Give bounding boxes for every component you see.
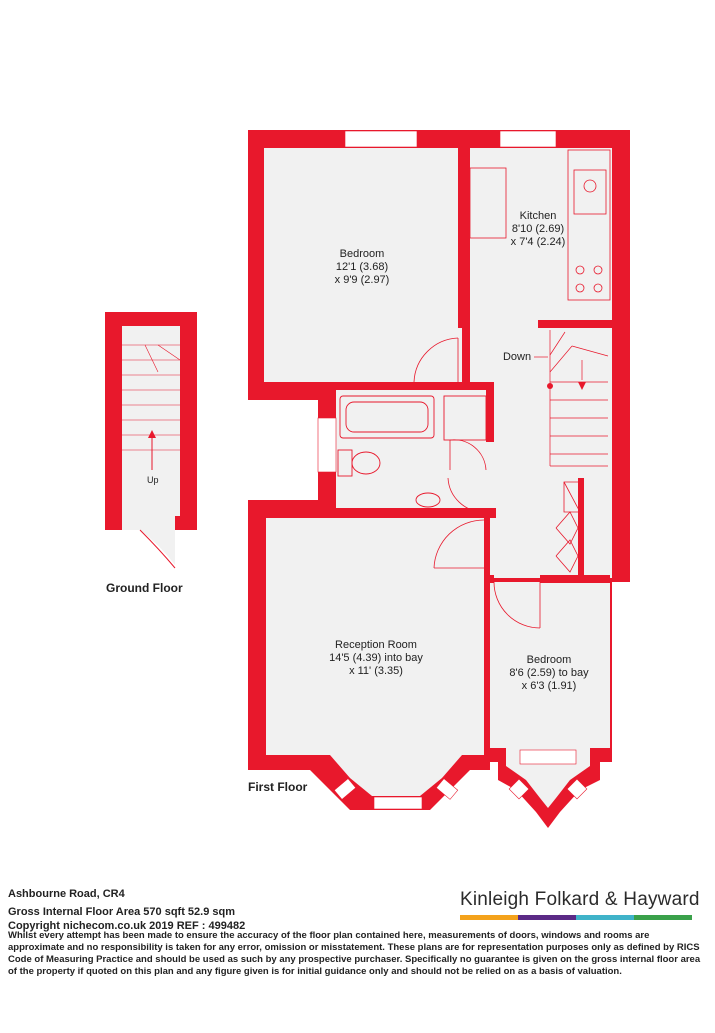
reception-dim1: 14'5 (4.39) into bay	[329, 652, 423, 664]
bedroom2-dim2: x 6'3 (1.91)	[522, 680, 577, 692]
bedroom1-name: Bedroom	[340, 248, 385, 260]
bedroom2-dim1: 8'6 (2.59) to bay	[509, 667, 589, 679]
ground-floor-plan: Up Ground Floor	[105, 312, 197, 595]
address: Ashbourne Road, CR4	[8, 888, 125, 900]
kitchen-name: Kitchen	[520, 210, 557, 222]
reception-dim2: x 11' (3.35)	[349, 665, 403, 677]
brand-bar-orange	[460, 915, 518, 920]
floor-area: Gross Internal Floor Area 570 sqft 52.9 …	[8, 906, 236, 918]
brand-color-bar	[460, 915, 692, 920]
brand-bar-green	[634, 915, 692, 920]
kitchen-dim1: 8'10 (2.69)	[512, 223, 564, 235]
disclaimer: Whilst every attempt has been made to en…	[8, 930, 701, 977]
first-floor-label: First Floor	[248, 780, 308, 794]
bedroom2-name: Bedroom	[527, 654, 572, 666]
bedroom1-dim2: x 9'9 (2.97)	[335, 274, 390, 286]
reception-name: Reception Room	[335, 639, 417, 651]
footer: Ashbourne Road, CR4 Gross Internal Floor…	[8, 888, 708, 933]
agency-logo: Kinleigh Folkard & Hayward	[460, 889, 700, 920]
stair-down-label: Down	[503, 351, 531, 363]
kitchen-dim2: x 7'4 (2.24)	[511, 236, 566, 248]
brand-bar-purple	[518, 915, 576, 920]
floor-plan: Up Ground Floor	[105, 130, 630, 828]
first-floor-plan: Bedroom 12'1 (3.68) x 9'9 (2.97) Kitchen…	[248, 130, 630, 828]
ground-floor-label: Ground Floor	[106, 581, 183, 595]
bedroom1-dim1: 12'1 (3.68)	[336, 261, 388, 273]
stair-up-label: Up	[147, 475, 159, 485]
agency-name: Kinleigh Folkard & Hayward	[460, 889, 700, 910]
brand-bar-blue	[576, 915, 634, 920]
copyright: Copyright nichecom.co.uk 2019 REF : 4994…	[8, 920, 246, 932]
